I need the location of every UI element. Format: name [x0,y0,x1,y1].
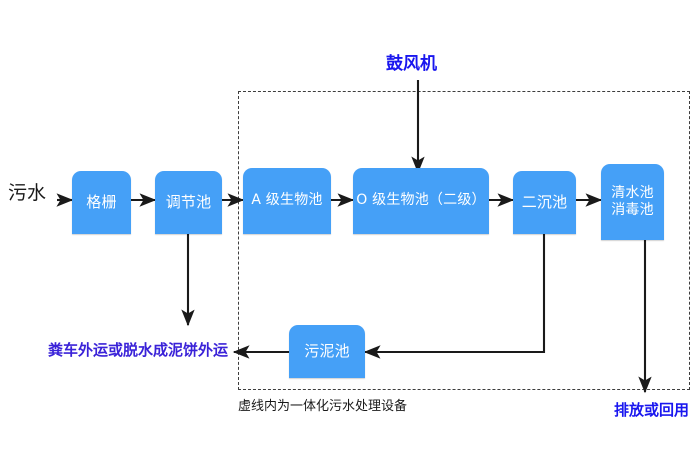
node-o-bio-label: O 级生物池（二级） [356,192,486,209]
node-second-sedimentation[interactable]: 二沉池 [513,171,576,234]
node-grid-label: 格栅 [86,193,117,212]
label-inlet-sewage: 污水 [8,182,47,204]
node-a-bio[interactable]: A 级生物池 [243,168,331,234]
label-dashed-note: 虚线内为一体化污水处理设备 [238,399,408,414]
node-clear-disinfect[interactable]: 清水池 消毒池 [601,164,664,240]
node-clear-disinfect-label: 清水池 消毒池 [611,184,654,218]
label-blower: 鼓风机 [386,54,437,74]
label-discharge-or-reuse: 排放或回用 [614,401,690,419]
node-o-bio[interactable]: O 级生物池（二级） [353,168,489,234]
node-second-sedimentation-label: 二沉池 [521,193,568,212]
node-regulate-label: 调节池 [165,193,212,212]
node-a-bio-label: A 级生物池 [251,192,323,209]
label-sludge-outbound: 粪车外运或脱水成泥饼外运 [48,341,229,359]
integrated-equipment-boundary [238,91,690,390]
node-regulate[interactable]: 调节池 [155,171,222,234]
node-grid[interactable]: 格栅 [72,171,131,234]
node-sludge-pool[interactable]: 污泥池 [289,325,365,378]
node-sludge-pool-label: 污泥池 [304,342,350,361]
